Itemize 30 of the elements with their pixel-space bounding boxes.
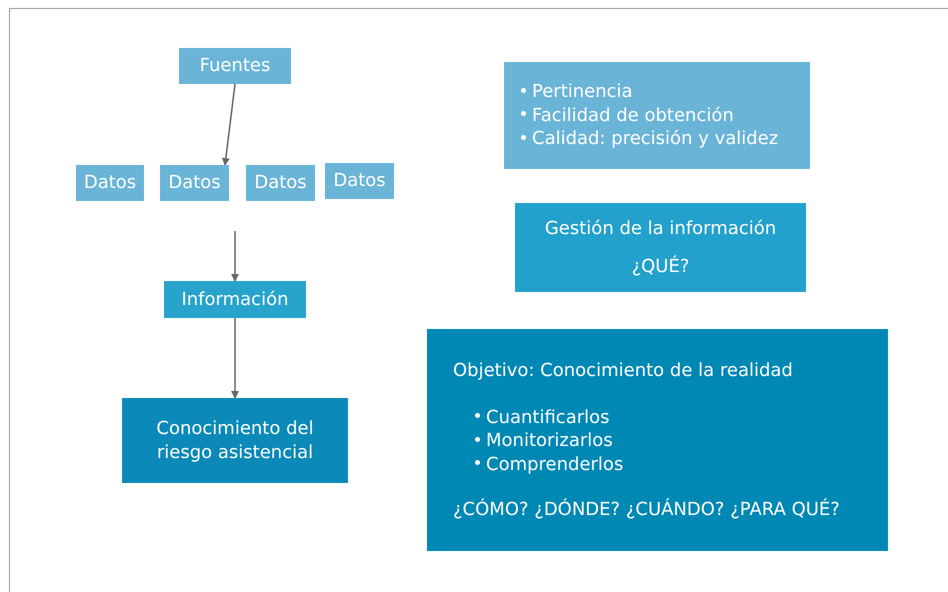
box-text: Conocimiento del riesgo asistencial [155, 417, 315, 464]
process-box [325, 163, 394, 199]
bullet-item: Pertinencia [521, 80, 633, 104]
bullet-item: Cuantificarlos [453, 406, 610, 430]
process-box [427, 329, 888, 551]
box-text: ¿CÓMO? ¿DÓNDE? ¿CUÁNDO? ¿PARA QUÉ? [453, 498, 840, 522]
box-text: Datos [254, 171, 307, 195]
box-text: Datos [84, 171, 136, 195]
arrow [231, 318, 239, 399]
box-text: Información [181, 288, 289, 312]
process-box [122, 398, 348, 483]
process-box [504, 62, 810, 169]
arrow [231, 231, 239, 282]
bullet-item: Calidad: precisión y validez [521, 127, 778, 151]
process-box [246, 165, 315, 201]
process-box [160, 165, 229, 201]
box-text: Datos [333, 169, 386, 193]
process-box [179, 48, 291, 84]
bullet-item: Monitorizarlos [453, 429, 613, 453]
arrow [222, 84, 236, 166]
process-box [164, 281, 306, 318]
box-text: Gestión de la información [544, 217, 776, 240]
box-text: Objetivo: Conocimiento de la realidad [453, 358, 793, 382]
box-text: Fuentes [200, 54, 270, 78]
process-box [76, 165, 144, 201]
box-text: Datos [168, 171, 221, 195]
bullet-item: Facilidad de obtención [521, 104, 734, 128]
process-box [515, 203, 806, 292]
bullet-item: Comprenderlos [453, 452, 624, 476]
box-text: ¿QUÉ? [632, 254, 690, 278]
